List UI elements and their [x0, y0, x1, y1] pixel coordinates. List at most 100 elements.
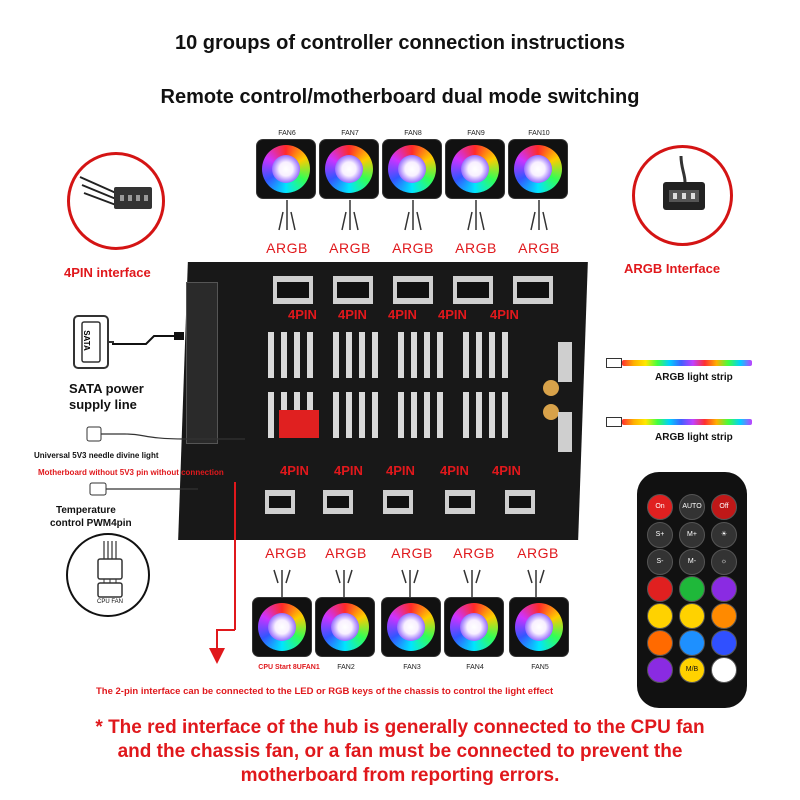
sata-cable — [112, 332, 184, 345]
fan-icon — [320, 140, 378, 198]
fan-icon — [509, 140, 567, 198]
sata-label: SATA — [81, 330, 91, 351]
argb-label: ARGB — [455, 240, 497, 256]
remote-color-button[interactable] — [679, 603, 705, 629]
pin4-label: 4PIN — [288, 307, 317, 322]
remote-color-button[interactable] — [647, 576, 673, 602]
page-subtitle: Remote control/motherboard dual mode swi… — [160, 86, 640, 108]
universal-label: Universal 5V3 needle divine light — [34, 451, 159, 460]
argb-light-strip — [622, 360, 752, 366]
warning-line-2: and the chassis fan, or a fan must be co… — [117, 741, 683, 762]
aux-cable — [86, 426, 245, 442]
argb-connector-icon — [663, 155, 705, 210]
strip-label: ARGB light strip — [655, 372, 733, 383]
remote-color-button[interactable] — [679, 576, 705, 602]
remote-color-button[interactable] — [711, 576, 737, 602]
remote-color-button[interactable] — [711, 603, 737, 629]
pwm-label: control PWM4pin — [50, 518, 132, 529]
sata-icon — [70, 312, 114, 372]
strip-connector — [606, 417, 622, 427]
sata-connector — [186, 282, 218, 444]
two-pin-note: The 2-pin interface can be connected to … — [96, 686, 554, 697]
warning-line-1: * The red interface of the hub is genera… — [95, 717, 705, 738]
remote-speed-down-button[interactable]: S- — [647, 549, 673, 575]
remote-color-button[interactable] — [711, 630, 737, 656]
pwm-cable — [89, 482, 198, 496]
fan-icon — [445, 598, 503, 656]
fan-icon — [253, 598, 311, 656]
page-title: 10 groups of controller connection instr… — [174, 32, 626, 54]
fan-label: FAN5 — [531, 664, 549, 671]
remote-mode-down-button[interactable]: M- — [679, 549, 705, 575]
remote-color-button[interactable] — [647, 630, 673, 656]
fan-cables-top — [278, 200, 548, 231]
remote-auto-button[interactable]: AUTO — [679, 494, 705, 520]
fan-icon — [316, 598, 374, 656]
pin4-connector-icon — [79, 176, 152, 209]
sata-power-label: SATA power — [69, 381, 144, 396]
pin4-label: 4PIN — [388, 307, 417, 322]
fan-icon — [446, 140, 504, 198]
strip-connector — [606, 358, 622, 368]
warning-line-3: motherboard from reporting errors. — [240, 765, 560, 786]
argb-label: ARGB — [517, 545, 559, 561]
pin4-label: 4PIN — [334, 463, 363, 478]
pin4-label: 4PIN — [338, 307, 367, 322]
argb-label: ARGB — [265, 545, 307, 561]
fan-label: FAN2 — [337, 664, 355, 671]
remote-control: On AUTO Off S+ M+ ☀ S- M- ☼ M/B — [637, 472, 747, 708]
top-fan-row: FAN6 ARGB FAN7 ARGB FAN8 ARGB FAN9 ARGB … — [255, 130, 585, 270]
fan-label: FAN6 — [278, 130, 296, 137]
argb-label: ARGB — [518, 240, 560, 256]
red-arrow — [209, 482, 236, 664]
remote-color-button[interactable] — [679, 630, 705, 656]
remote-on-button[interactable]: On — [647, 494, 673, 520]
pin4-label: 4PIN — [386, 463, 415, 478]
fan-label: FAN7 — [341, 130, 359, 137]
cpu-fan-connector-icon — [97, 541, 123, 598]
board-headers — [265, 276, 572, 514]
fan-label: FAN4 — [466, 664, 484, 671]
pin4-label: 4PIN — [490, 307, 519, 322]
argb-connector-circle — [632, 145, 733, 246]
fan-icon — [257, 140, 315, 198]
fan-icon — [510, 598, 568, 656]
argb-light-strip — [622, 419, 752, 425]
argb-label: ARGB — [329, 240, 371, 256]
fan-label: FAN3 — [403, 664, 421, 671]
pin4-label: 4PIN — [280, 463, 309, 478]
argb-label: ARGB — [453, 545, 495, 561]
remote-brightness-up-button[interactable]: ☀ — [711, 522, 737, 548]
temperature-label: Temperature — [56, 505, 116, 516]
strip-label: ARGB light strip — [655, 432, 733, 443]
remote-off-button[interactable]: Off — [711, 494, 737, 520]
remote-color-button[interactable] — [647, 657, 673, 683]
fan-cables-bottom — [273, 569, 545, 597]
remote-mode-up-button[interactable]: M+ — [679, 522, 705, 548]
fan-label: FAN9 — [467, 130, 485, 137]
fan-label: FAN10 — [528, 130, 550, 137]
argb-interface-label: ARGB Interface — [624, 261, 721, 276]
remote-color-button[interactable] — [711, 657, 737, 683]
cpu-fan-label: CPU FAN — [97, 599, 124, 605]
pin4-label: 4PIN — [438, 307, 467, 322]
fan-icon — [382, 598, 440, 656]
pin4-interface-label: 4PIN interface — [64, 265, 151, 280]
remote-brightness-down-button[interactable]: ☼ — [711, 549, 737, 575]
fan-label: FAN8 — [404, 130, 422, 137]
pin4-label: 4PIN — [492, 463, 521, 478]
remote-color-button[interactable] — [647, 603, 673, 629]
motherboard-note: Motherboard without 5V3 pin without conn… — [38, 468, 224, 477]
argb-label: ARGB — [325, 545, 367, 561]
argb-label: ARGB — [392, 240, 434, 256]
pin4-label: 4PIN — [440, 463, 469, 478]
argb-label: ARGB — [266, 240, 308, 256]
cpu-fan-circle — [66, 533, 150, 617]
sata-supply-label: supply line — [69, 397, 137, 412]
fan-icon — [383, 140, 441, 198]
pin4-connector-circle — [67, 152, 165, 250]
fan-label: CPU Start 8UFAN1 — [258, 664, 320, 671]
remote-mb-button[interactable]: M/B — [679, 657, 705, 683]
remote-speed-up-button[interactable]: S+ — [647, 522, 673, 548]
argb-label: ARGB — [391, 545, 433, 561]
